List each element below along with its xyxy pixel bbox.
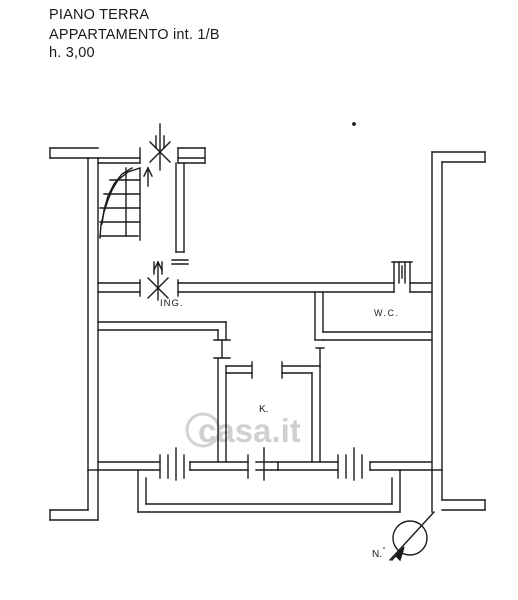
wall-corridor-bottom [97, 321, 231, 463]
room-label-kitchen: K. [259, 404, 268, 415]
staircase [97, 147, 206, 241]
room-label-wc: W.C. [374, 308, 400, 318]
wall-stair-partition [171, 162, 189, 265]
door-entrance [139, 260, 179, 301]
compass-label: N. [372, 549, 382, 560]
ink-dot [352, 122, 356, 126]
door-stair-top [149, 123, 171, 171]
kitchen-partition [225, 347, 325, 463]
watermark: casa.it [185, 412, 301, 449]
wall-central [314, 291, 433, 341]
wall-bottom [97, 447, 433, 481]
plan-title-floor: PIANO TERRA [49, 7, 150, 23]
plan-ceiling-height: h. 3,00 [49, 45, 95, 61]
wall-corridor-top [97, 261, 433, 293]
room-label-entrance: ING. [160, 298, 184, 309]
wall-top-left [49, 147, 99, 159]
compass-north [383, 511, 435, 562]
wall-left [49, 157, 99, 521]
watermark-text: casa.it [198, 412, 301, 449]
balcony [137, 469, 401, 513]
plan-title-unit: APPARTAMENTO int. 1/B [49, 27, 220, 43]
wall-right [431, 151, 486, 513]
